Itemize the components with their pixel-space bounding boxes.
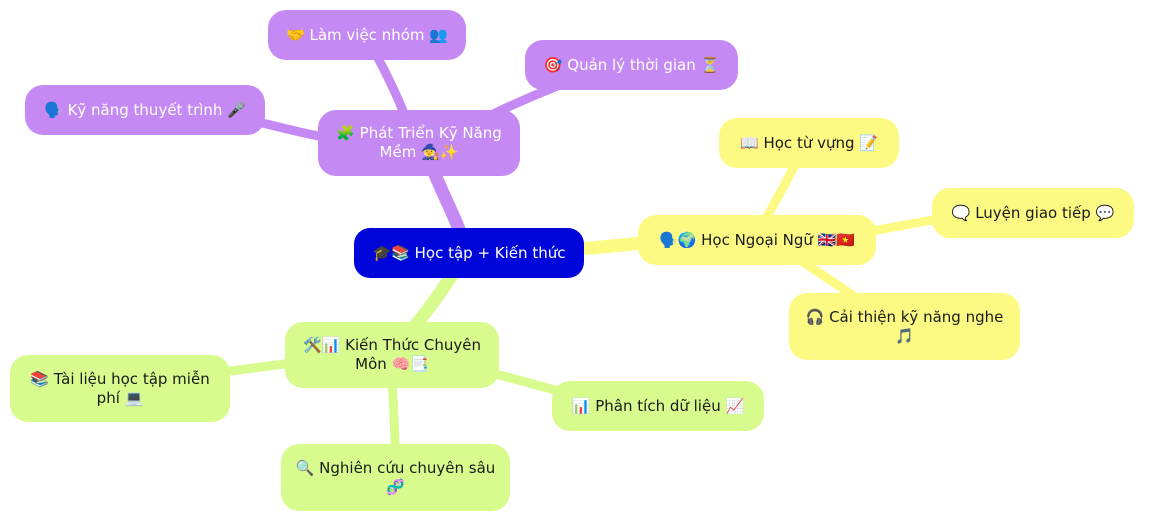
node-listening-label: 🎧 Cải thiện kỹ năng nghe 🎵 [805,307,1004,345]
node-soft-skills[interactable]: 🧩 Phát Triển Kỹ Năng Mềm 🧙✨ [318,110,520,176]
node-root-label: 🎓📚 Học tập + Kiến thức [372,243,566,262]
node-root[interactable]: 🎓📚 Học tập + Kiến thức [354,228,584,278]
node-expertise-label: 🛠️📊 Kiến Thức Chuyên Môn 🧠📑 [303,336,481,373]
node-vocabulary-label: 📖 Học từ vựng 📝 [740,133,878,152]
node-time-management-label: 🎯 Quản lý thời gian ⏳ [543,55,720,74]
node-free-resources-label: 📚 Tài liệu học tập miễn phí 💻 [30,369,210,407]
node-data-analysis[interactable]: 📊 Phân tích dữ liệu 📈 [552,381,764,431]
node-listening[interactable]: 🎧 Cải thiện kỹ năng nghe 🎵 [789,293,1020,360]
node-teamwork[interactable]: 🤝 Làm việc nhóm 👥 [268,10,466,60]
node-soft-skills-label: 🧩 Phát Triển Kỹ Năng Mềm 🧙✨ [336,124,502,161]
node-languages[interactable]: 🗣️🌍 Học Ngoại Ngữ 🇬🇧🇻🇳 [638,215,876,265]
node-in-depth-research-label: 🔍 Nghiên cứu chuyên sâu 🧬 [295,458,496,496]
node-presentation-label: 🗣️ Kỹ năng thuyết trình 🎤 [44,100,246,119]
node-speaking-practice-label: 🗨️ Luyện giao tiếp 💬 [951,203,1115,222]
node-teamwork-label: 🤝 Làm việc nhóm 👥 [286,25,448,44]
node-in-depth-research[interactable]: 🔍 Nghiên cứu chuyên sâu 🧬 [281,444,510,511]
node-vocabulary[interactable]: 📖 Học từ vựng 📝 [719,118,899,168]
node-languages-label: 🗣️🌍 Học Ngoại Ngữ 🇬🇧🇻🇳 [658,230,855,249]
node-presentation[interactable]: 🗣️ Kỹ năng thuyết trình 🎤 [25,85,265,135]
node-expertise[interactable]: 🛠️📊 Kiến Thức Chuyên Môn 🧠📑 [285,322,499,388]
node-speaking-practice[interactable]: 🗨️ Luyện giao tiếp 💬 [932,188,1134,238]
node-free-resources[interactable]: 📚 Tài liệu học tập miễn phí 💻 [10,355,230,422]
node-data-analysis-label: 📊 Phân tích dữ liệu 📈 [571,396,745,415]
node-time-management[interactable]: 🎯 Quản lý thời gian ⏳ [525,40,738,90]
